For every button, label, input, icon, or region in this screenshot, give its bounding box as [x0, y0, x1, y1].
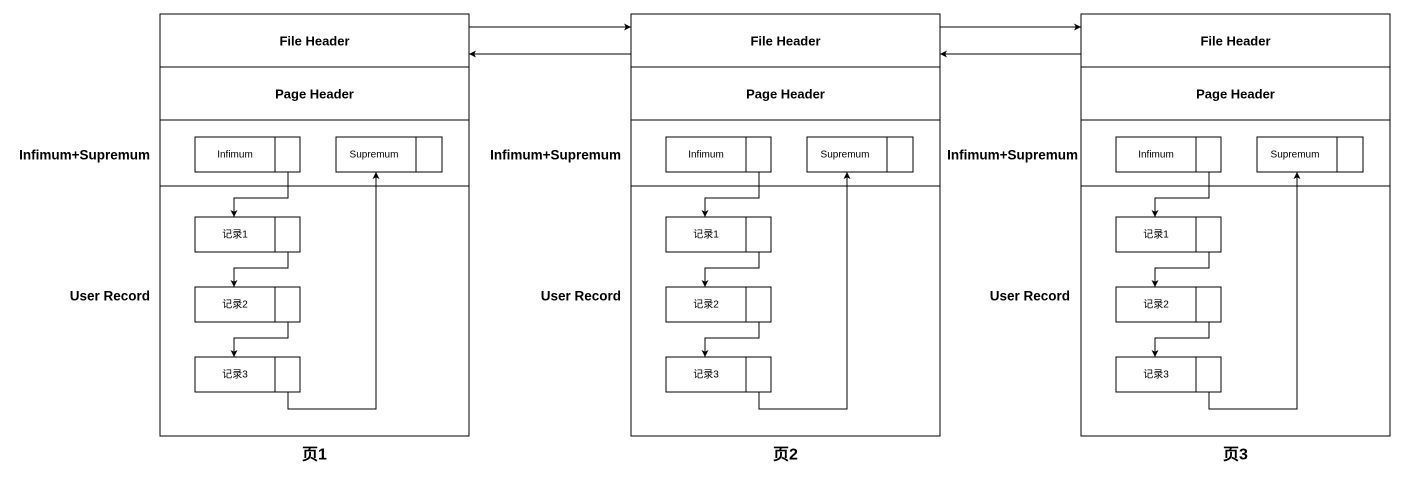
supremum-label: Supremum	[350, 150, 399, 161]
record-3: 记录3	[194, 356, 301, 393]
supremum-record: Supremum	[806, 136, 914, 173]
record-label: 记录1	[1143, 229, 1169, 241]
next-record-arrow	[230, 322, 289, 357]
record-label: 记录3	[1143, 369, 1169, 381]
infimum-label: Infimum	[1138, 150, 1174, 161]
infimum-label: Infimum	[688, 150, 724, 161]
next-record-arrow	[1151, 172, 1210, 217]
infimum-label: Infimum	[217, 150, 253, 161]
next-record-arrow	[230, 172, 289, 217]
next-record-arrow	[701, 172, 760, 217]
record-label: 记录3	[693, 369, 719, 381]
page-header-label: Page Header	[1196, 87, 1275, 102]
page-1: File Header Page Header Infimum Supremum…	[159, 13, 470, 464]
page-title: 页3	[1223, 446, 1248, 464]
supremum-label: Supremum	[1271, 150, 1320, 161]
next-record-arrow	[701, 252, 760, 287]
next-record-arrow	[1151, 322, 1210, 357]
to-supremum-arrow	[758, 172, 851, 410]
record-label: 记录2	[222, 299, 248, 311]
record-1: 记录1	[194, 216, 301, 253]
file-header-label: File Header	[1200, 34, 1270, 49]
infimum-record: Infimum	[194, 136, 301, 173]
infimum-record: Infimum	[1115, 136, 1222, 173]
record-label: 记录1	[693, 229, 719, 241]
record-label: 记录2	[1143, 299, 1169, 311]
record-3: 记录3	[1115, 356, 1222, 393]
infimum-supremum-side-label: Infimum+Supremum	[490, 148, 621, 163]
record-label: 记录1	[222, 229, 248, 241]
file-header-label: File Header	[279, 34, 349, 49]
record-label: 记录3	[222, 369, 248, 381]
supremum-record: Supremum	[335, 136, 443, 173]
next-record-arrow	[1151, 252, 1210, 287]
next-record-arrow	[701, 322, 760, 357]
infimum-supremum-side-label: Infimum+Supremum	[19, 148, 150, 163]
page-header-label: Page Header	[746, 87, 825, 102]
user-record-side-label: User Record	[70, 289, 150, 304]
record-label: 记录2	[693, 299, 719, 311]
record-2: 记录2	[194, 286, 301, 323]
supremum-label: Supremum	[821, 150, 870, 161]
user-record-side-label: User Record	[541, 289, 621, 304]
user-record-side-label: User Record	[990, 289, 1070, 304]
record-2: 记录2	[665, 286, 772, 323]
page-header-label: Page Header	[275, 87, 354, 102]
file-header-label: File Header	[750, 34, 820, 49]
to-supremum-arrow	[287, 172, 380, 410]
record-3: 记录3	[665, 356, 772, 393]
infimum-supremum-side-label: Infimum+Supremum	[947, 148, 1078, 163]
page-title: 页1	[302, 446, 327, 464]
next-record-arrow	[230, 252, 289, 287]
record-2: 记录2	[1115, 286, 1222, 323]
supremum-record: Supremum	[1256, 136, 1364, 173]
record-1: 记录1	[1115, 216, 1222, 253]
page-2: File Header Page Header Infimum Supremum…	[630, 13, 941, 464]
page-3: File Header Page Header Infimum Supremum…	[1080, 13, 1391, 464]
infimum-record: Infimum	[665, 136, 772, 173]
record-1: 记录1	[665, 216, 772, 253]
to-supremum-arrow	[1208, 172, 1301, 410]
page-title: 页2	[773, 446, 798, 464]
